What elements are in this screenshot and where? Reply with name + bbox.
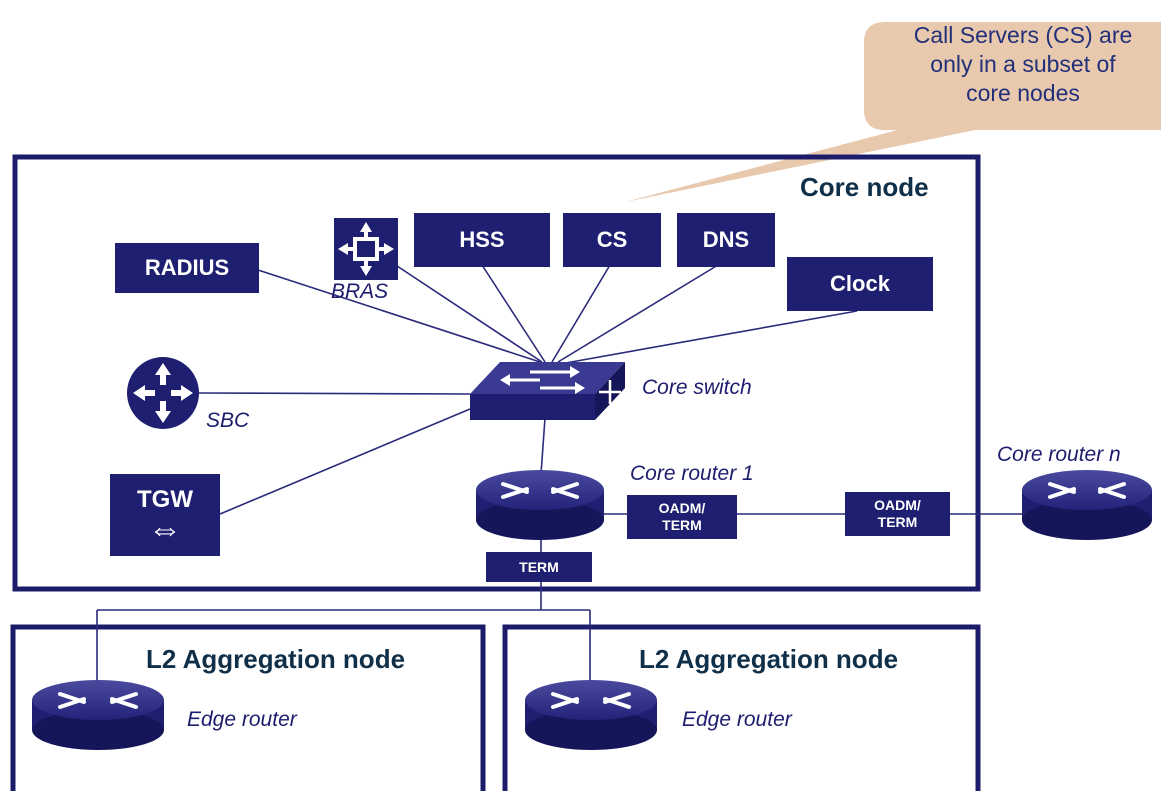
link-radius-switch	[257, 269, 541, 363]
radius-server[interactable]: RADIUS	[115, 243, 259, 293]
bras-icon	[334, 218, 398, 280]
core-switch-label: Core switch	[642, 376, 752, 399]
oadm-term-right[interactable]: OADM/ TERM	[845, 492, 950, 536]
link-dns-switch	[557, 264, 719, 363]
oadm-right-line-2: TERM	[877, 514, 918, 530]
sbc-label: SBC	[206, 409, 250, 432]
core-router-n-label: Core router n	[997, 443, 1121, 466]
aggregation-node-left-title: L2 Aggregation node	[146, 644, 406, 674]
bidirectional-arrow-icon: ⇔	[148, 510, 182, 548]
link-clock-switch	[559, 310, 858, 365]
oadm-left-line-1: OADM/	[658, 500, 706, 516]
edge-router-right-label: Edge router	[682, 708, 792, 731]
aggregation-node-left-frame	[10, 624, 486, 791]
tgw-gateway[interactable]: TGW ⇔	[110, 474, 220, 556]
edge-router-left-label: Edge router	[187, 708, 297, 731]
dns-server[interactable]: DNS	[677, 213, 775, 267]
link-bras-switch	[387, 259, 543, 363]
oadm-term-left[interactable]: OADM/ TERM	[627, 495, 737, 539]
aggregation-node-right-title: L2 Aggregation node	[639, 644, 899, 674]
sbc-icon	[127, 357, 199, 429]
core-node-frame	[12, 154, 981, 592]
connection-lines	[96, 259, 1022, 682]
oadm-left-line-2: TERM	[662, 517, 702, 533]
bras-label: BRAS	[331, 280, 389, 303]
core-node-title: Core node	[800, 172, 929, 202]
callout-bubble	[625, 22, 1161, 202]
link-hss-switch	[481, 264, 546, 363]
core-router-1-icon	[476, 470, 604, 540]
edge-router-left-icon	[32, 680, 164, 750]
link-switch-router1	[540, 417, 546, 475]
link-sbc-switch	[197, 392, 471, 395]
link-cs-switch	[551, 264, 611, 363]
tgw-label: TGW	[137, 486, 193, 513]
link-tgw-switch	[219, 408, 471, 515]
core-router-n-icon	[1022, 470, 1152, 540]
aggregation-node-right-frame	[502, 624, 981, 791]
term-box[interactable]: TERM	[486, 552, 592, 582]
callout-text: Call Servers (CS) are only in a subset o…	[878, 21, 1161, 108]
edge-router-right-icon	[525, 680, 657, 750]
oadm-right-line-1: OADM/	[874, 497, 921, 513]
callout-line-1: Call Servers (CS) are	[913, 22, 1133, 48]
core-switch-icon	[470, 362, 625, 420]
callout-line-3: core nodes	[966, 80, 1080, 106]
core-router-1-label: Core router 1	[630, 462, 754, 485]
clock-server[interactable]: Clock	[787, 257, 933, 311]
cs-server[interactable]: CS	[563, 213, 661, 267]
callout-line-2: only in a subset of	[930, 51, 1116, 77]
hss-server[interactable]: HSS	[414, 213, 550, 267]
